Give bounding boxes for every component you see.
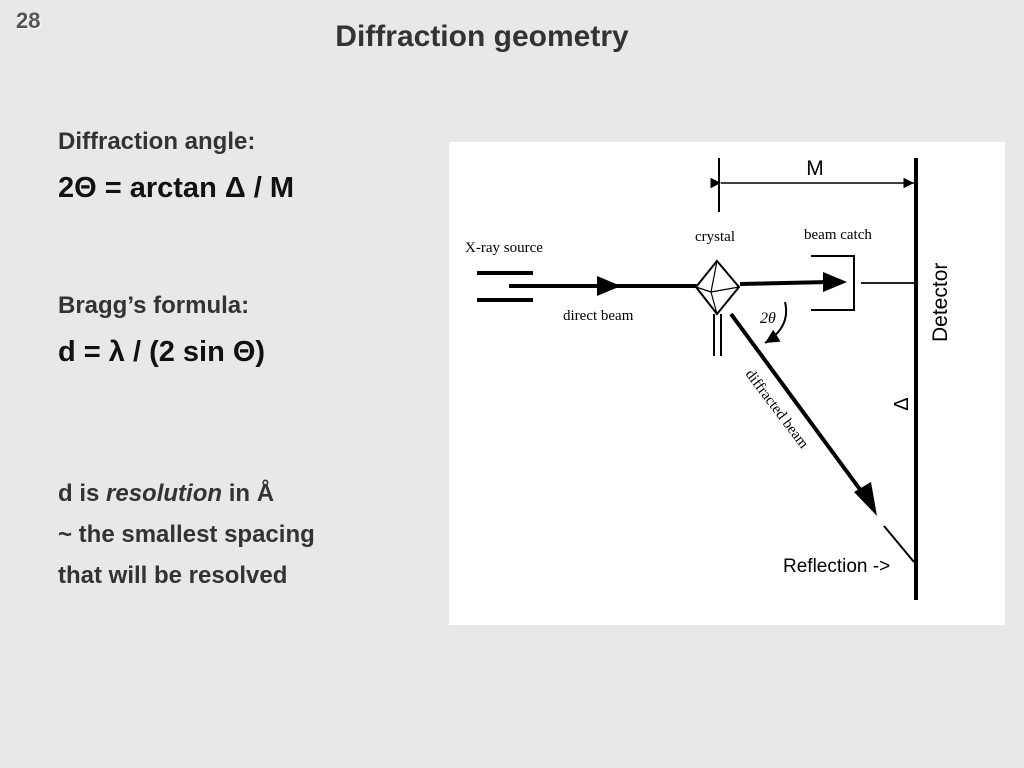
direct-beam-arrowhead	[597, 276, 621, 296]
reflection-label: Reflection ->	[783, 556, 890, 577]
slide-title: Diffraction geometry	[335, 20, 629, 53]
resolution-note-suffix: in Å	[222, 480, 275, 507]
detector-label: Detector	[929, 263, 952, 342]
diffraction-diagram-svg: M X-ray source direct beam crystal beam …	[465, 157, 952, 600]
m-label: M	[806, 157, 824, 180]
resolution-note-emphasis: resolution	[106, 480, 223, 507]
diffraction-angle-label: Diffraction angle:	[58, 128, 256, 155]
diffraction-angle-formula: 2Θ = arctan Δ / M	[58, 172, 295, 204]
resolution-note-line-3: that will be resolved	[58, 562, 288, 589]
resolution-note-line-2: ~ the smallest spacing	[58, 521, 315, 548]
two-theta-arc	[764, 301, 787, 344]
resolution-note-prefix: d is	[58, 480, 107, 507]
resolution-note-line-1: d is resolution in Å	[58, 480, 274, 508]
transmitted-beam-arrowhead	[823, 272, 847, 292]
transmitted-beam-line	[739, 280, 830, 286]
diffracted-beam-arrowhead	[854, 482, 877, 516]
diffracted-beam-line	[729, 312, 869, 501]
diffraction-diagram: M X-ray source direct beam crystal beam …	[449, 142, 1005, 625]
two-theta-label: 2θ	[760, 310, 776, 327]
bragg-formula-label: Bragg’s formula:	[58, 292, 250, 319]
direct-beam-label: direct beam	[563, 308, 634, 324]
slide-number: 28	[16, 8, 41, 33]
beam-catch-label: beam catch	[804, 227, 872, 243]
beam-catch-bracket	[811, 255, 855, 311]
crystal-icon	[694, 259, 741, 356]
bragg-formula: d = λ / (2 sin Θ)	[58, 336, 266, 368]
delta-label: Δ	[891, 397, 913, 410]
reflection-segment	[883, 525, 915, 563]
crystal-label: crystal	[695, 229, 735, 245]
xray-source-label: X-ray source	[465, 240, 543, 256]
